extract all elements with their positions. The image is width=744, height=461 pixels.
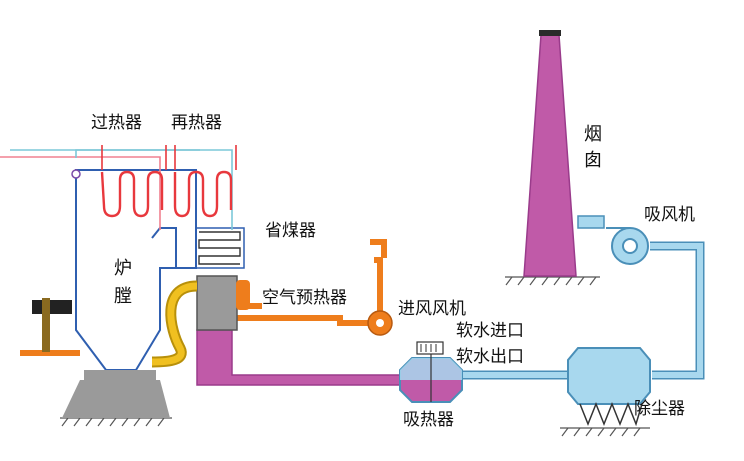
boiler: [20, 169, 197, 418]
soft-water-outlet-label: 软水出口: [456, 347, 524, 367]
yellow-duct: [151, 280, 198, 368]
chimney: [523, 30, 577, 277]
economizer: [195, 227, 245, 269]
soft-water-inlet-label: 软水进口: [456, 321, 524, 341]
heat-absorber-label: 吸热器: [403, 410, 454, 430]
air-preheater: [196, 275, 250, 331]
dust-collector-label: 除尘器: [634, 399, 685, 419]
air-preheater-label: 空气预热器: [262, 288, 347, 308]
chimney-label-1: 烟: [584, 124, 602, 145]
induced-draft-fan: [606, 227, 649, 265]
superheater-label: 过热器: [91, 113, 142, 133]
economizer-label: 省煤器: [265, 221, 316, 241]
air-duct: [236, 239, 393, 336]
induced-draft-fan-label: 吸风机: [644, 205, 695, 225]
furnace-label-2: 膛: [114, 286, 132, 307]
furnace-label-1: 炉: [114, 258, 132, 279]
ground-hatching: [60, 276, 650, 437]
blue-flue-duct: [462, 215, 705, 380]
chimney-label-2: 囱: [584, 150, 602, 171]
dust-collector: [567, 347, 651, 427]
magenta-flue-duct: [196, 329, 401, 386]
superheater-coil: [100, 170, 164, 218]
reheater-label: 再热器: [171, 113, 222, 133]
forced-draft-fan-label: 进风风机: [398, 299, 466, 319]
heat-absorber: [399, 341, 463, 403]
reheater-coil: [173, 170, 233, 218]
